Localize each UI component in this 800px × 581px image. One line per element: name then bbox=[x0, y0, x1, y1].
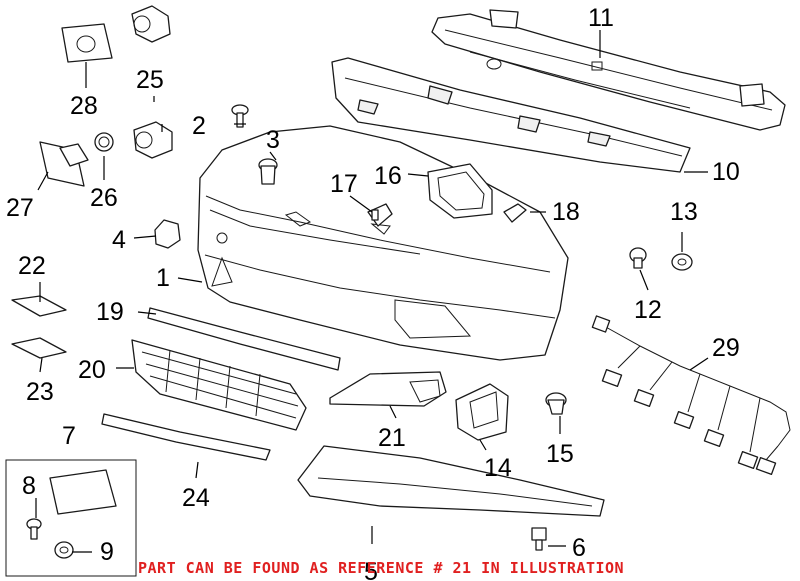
callout-29: 29 bbox=[712, 334, 740, 362]
tow-hook-cover bbox=[427, 163, 493, 219]
reference-notice: PART CAN BE FOUND AS REFERENCE # 21 IN I… bbox=[138, 559, 624, 577]
callout-4: 4 bbox=[112, 226, 126, 254]
callout-5: 5 bbox=[364, 558, 378, 581]
callout-3: 3 bbox=[266, 126, 280, 154]
cap-4 bbox=[154, 219, 181, 249]
wiring-harness-29 bbox=[591, 315, 791, 476]
screw-2 bbox=[231, 104, 249, 128]
grommet-3 bbox=[258, 158, 278, 185]
sensor-ring-26 bbox=[94, 132, 114, 152]
callout-18: 18 bbox=[552, 198, 580, 226]
callout-11: 11 bbox=[588, 4, 614, 32]
sensor-holder-28 bbox=[61, 23, 113, 63]
callout-14: 14 bbox=[484, 454, 512, 482]
clip-6 bbox=[531, 527, 547, 551]
energy-absorber bbox=[331, 57, 691, 173]
retainer-clip-17 bbox=[367, 203, 393, 227]
harness-connector bbox=[591, 315, 777, 476]
washer-13 bbox=[671, 253, 693, 271]
callout-27: 27 bbox=[6, 194, 34, 222]
bracket-22 bbox=[11, 295, 67, 317]
screw-8 bbox=[26, 518, 42, 540]
leader-lines bbox=[35, 30, 709, 553]
callout-numbers: 11 10 2 3 4 1 25 28 26 27 16 17 18 13 12… bbox=[6, 4, 740, 581]
callout-12: 12 bbox=[634, 296, 662, 324]
callout-13: 13 bbox=[670, 198, 698, 226]
callout-17: 17 bbox=[330, 170, 358, 198]
mounting-bracket-14 bbox=[455, 383, 509, 441]
callout-28: 28 bbox=[70, 92, 98, 120]
callout-21: 21 bbox=[378, 424, 406, 452]
parking-sensor-25-upper bbox=[131, 5, 171, 43]
callout-26: 26 bbox=[90, 184, 118, 212]
license-plate-kit-box bbox=[5, 459, 137, 577]
sensor-bracket-27 bbox=[39, 141, 89, 187]
callout-6: 6 bbox=[572, 534, 586, 562]
callout-20: 20 bbox=[78, 356, 106, 384]
fastener-12 bbox=[629, 247, 647, 269]
callout-7: 7 bbox=[62, 422, 76, 450]
nut-9 bbox=[54, 541, 74, 559]
callout-2: 2 bbox=[192, 112, 206, 140]
lower-grille-20 bbox=[131, 339, 307, 431]
chrome-strip-24 bbox=[101, 413, 271, 461]
small-bracket-18 bbox=[503, 203, 527, 223]
callout-25: 25 bbox=[136, 66, 164, 94]
callout-22: 22 bbox=[18, 252, 46, 280]
callout-15: 15 bbox=[546, 440, 574, 468]
lower-spoiler-5 bbox=[297, 445, 605, 517]
callout-1: 1 bbox=[156, 264, 170, 292]
fastener-15 bbox=[545, 392, 567, 415]
callout-23: 23 bbox=[26, 378, 54, 406]
parking-sensor-25-lower bbox=[133, 121, 173, 159]
bracket-23 bbox=[11, 337, 67, 359]
callout-16: 16 bbox=[374, 162, 402, 190]
callout-10: 10 bbox=[712, 158, 740, 186]
callout-19: 19 bbox=[96, 298, 124, 326]
callout-24: 24 bbox=[182, 484, 210, 512]
reinforcement-bar bbox=[431, 9, 786, 131]
fog-lamp-bezel-21 bbox=[329, 371, 447, 407]
callout-8: 8 bbox=[22, 472, 36, 500]
callout-9: 9 bbox=[100, 538, 114, 566]
trim-strip-19 bbox=[147, 307, 341, 371]
